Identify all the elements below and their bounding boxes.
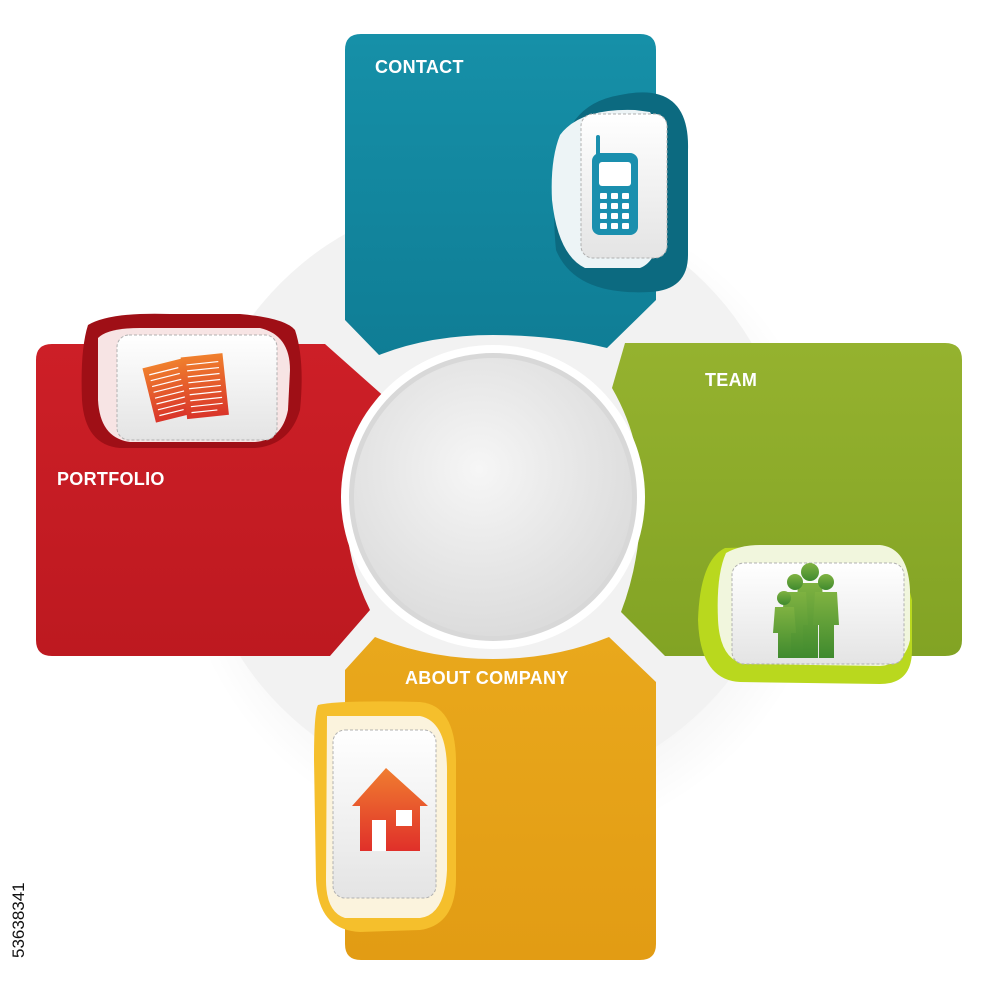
contact-label: CONTACT [375,57,464,77]
about-company-panel[interactable]: ABOUT COMPANY [314,637,656,960]
house-icon [352,768,428,851]
team-panel[interactable]: TEAM [612,343,962,684]
portfolio-panel[interactable]: PORTFOLIO [36,313,388,656]
stock-id-text: 53638341 [9,882,28,958]
stock-id: 53638341 [9,882,28,958]
documents-icon [142,353,229,423]
contact-panel[interactable]: CONTACT [345,34,689,355]
portfolio-label: PORTFOLIO [57,469,165,489]
mobile-phone-icon [592,135,638,235]
center-circle [341,345,645,649]
team-label: TEAM [705,370,757,390]
people-group-icon [773,563,839,658]
about-company-label: ABOUT COMPANY [405,668,569,688]
